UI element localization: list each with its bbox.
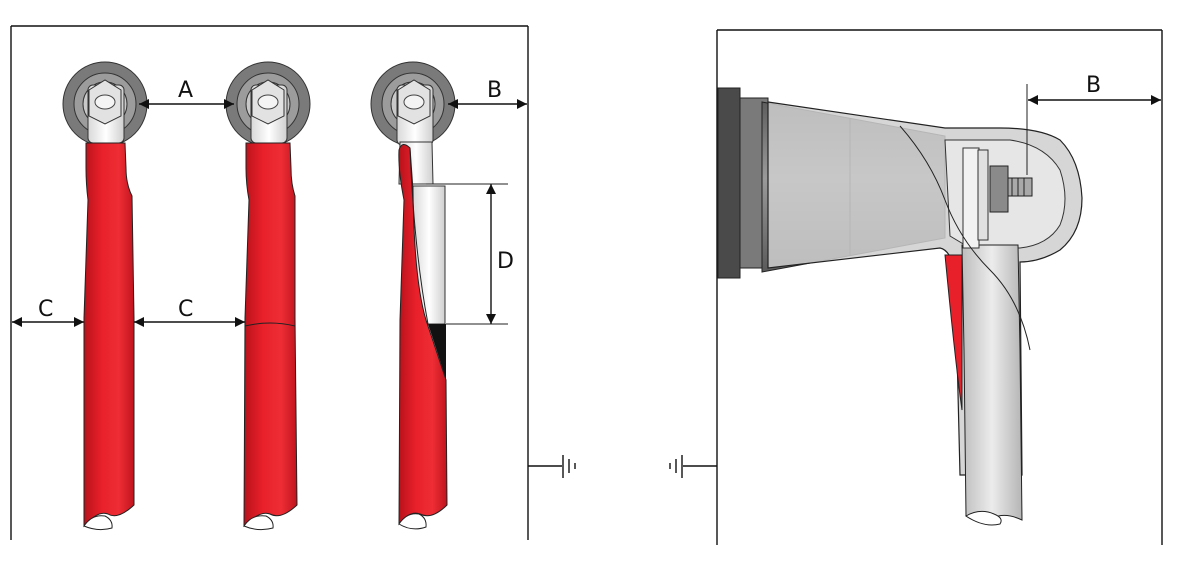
elbow-connector	[717, 87, 1083, 526]
label-d: D	[497, 249, 514, 274]
cable-termination-3	[370, 61, 456, 530]
left-frame	[10, 25, 529, 540]
label-c-left: C	[38, 297, 53, 322]
cable-termination-1	[62, 61, 148, 531]
dimension-c-mid: C	[134, 297, 245, 327]
label-c-mid: C	[178, 297, 193, 322]
dimension-b-left: B	[448, 78, 527, 109]
dimension-a: A	[139, 78, 234, 109]
dimension-b-right: B	[1026, 73, 1161, 175]
ground-icon-left	[528, 455, 576, 478]
ground-icon-right	[669, 455, 717, 478]
dimension-c-left: C	[12, 297, 84, 327]
cable-termination-2	[225, 61, 311, 531]
label-b-left: B	[487, 78, 502, 103]
label-b-right: B	[1086, 73, 1101, 98]
label-a: A	[178, 78, 193, 103]
right-frame	[716, 29, 1163, 545]
dimension-d: D	[426, 183, 514, 325]
